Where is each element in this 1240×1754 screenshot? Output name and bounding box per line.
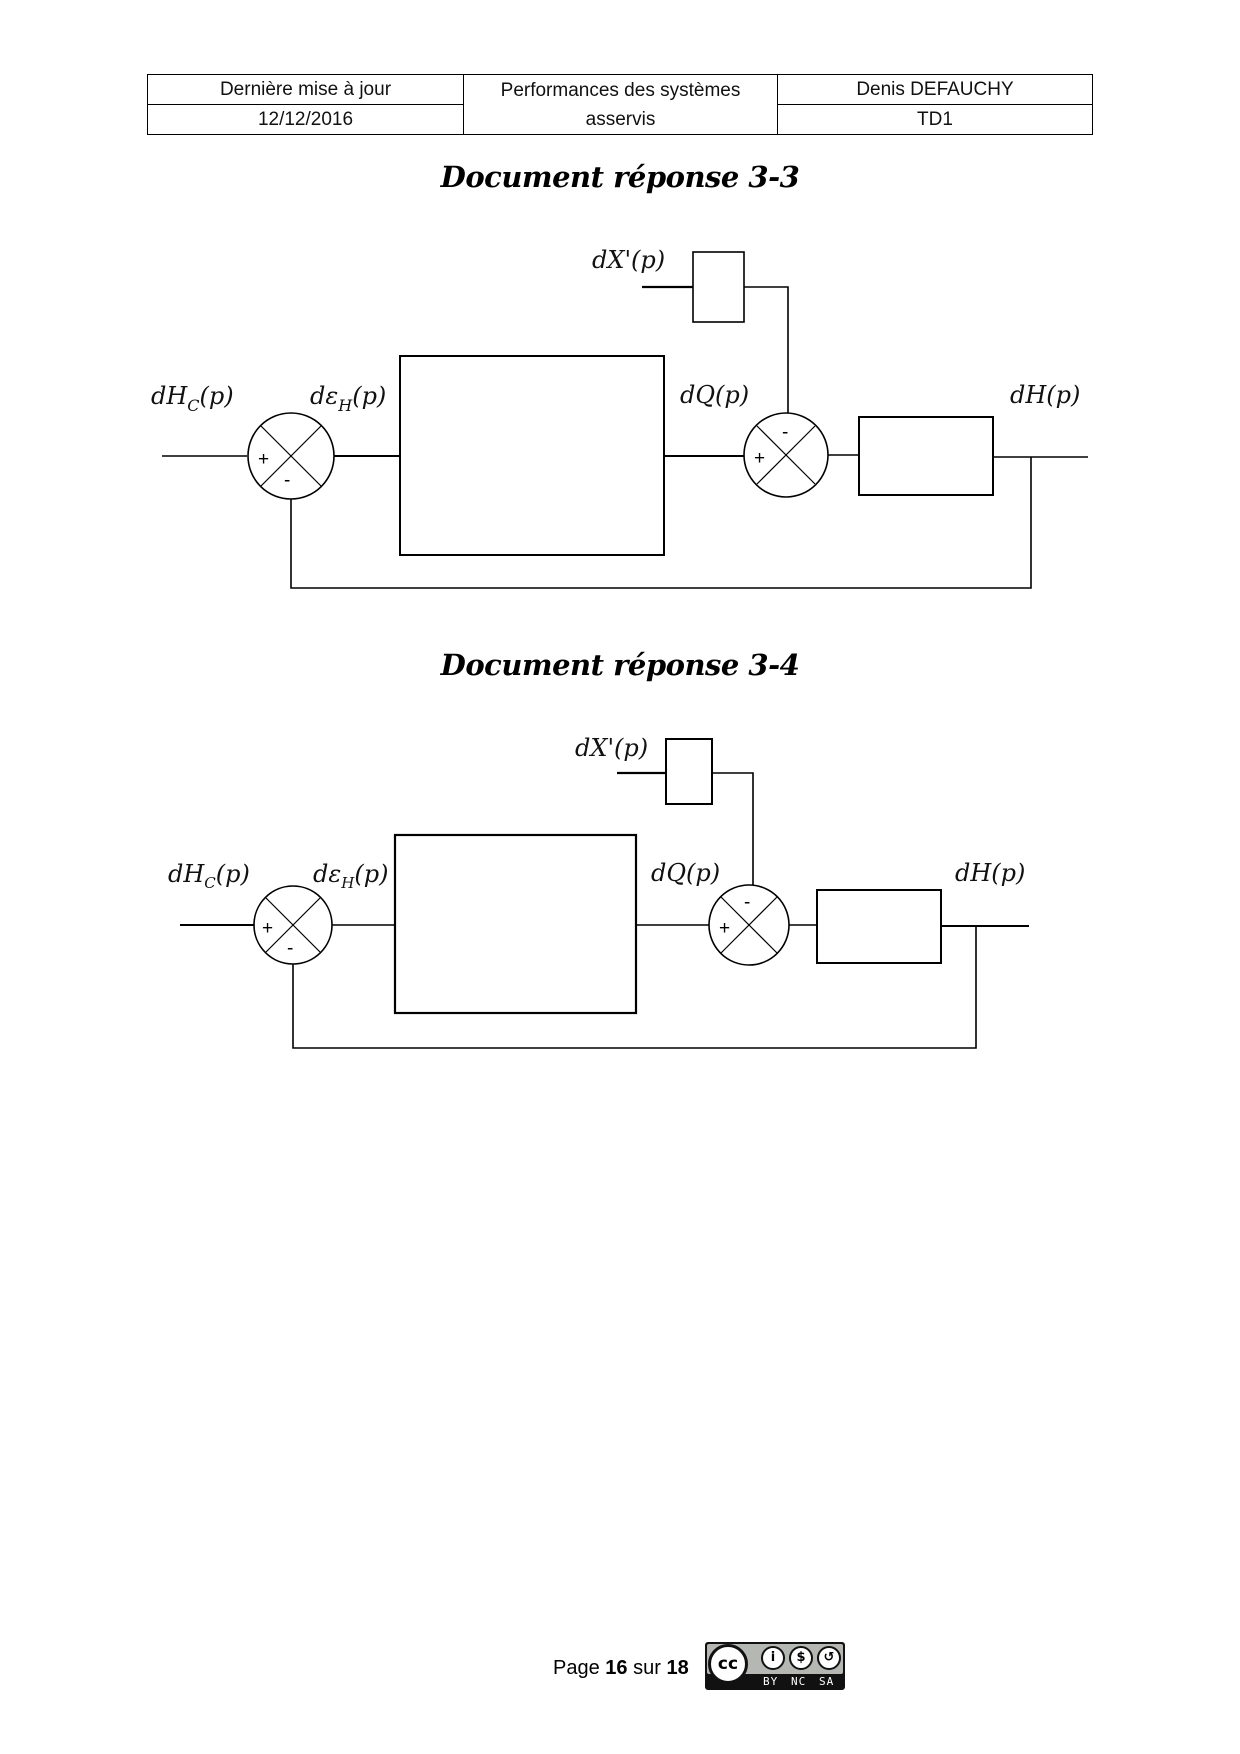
label-output: dH(p): [1010, 381, 1080, 409]
page-prefix: Page: [553, 1657, 600, 1679]
label-disturbance: dX'(p): [592, 246, 665, 274]
disturbance-output-line: [712, 772, 754, 885]
block-diagram-3-4: [180, 738, 1029, 1049]
summer1-minus-sign: -: [287, 938, 293, 959]
diagram-3-4-labels: dX'(p) dHC(p) dεH(p) dQ(p) dH(p) + - + -: [168, 734, 1025, 959]
license-label-by: BY: [763, 1675, 779, 1688]
plant-block[interactable]: [858, 416, 994, 496]
label-flow: dQ(p): [680, 381, 749, 409]
summing-junction-2: [743, 412, 829, 498]
controller-block[interactable]: [393, 833, 638, 1015]
summer2-minus-sign: -: [782, 422, 788, 443]
disturbance-block[interactable]: [692, 251, 745, 323]
summing-junction-1: [253, 885, 333, 965]
summer2-minus-sign: -: [744, 892, 750, 913]
feedback-line: [292, 926, 977, 1049]
course-title-line1: Performances des systèmes: [500, 79, 741, 101]
diagram-3-3-labels: dX'(p) dHC(p) dεH(p) dQ(p) dH(p) + - + -: [151, 246, 1080, 491]
header-table: Dernière mise à jour Performances des sy…: [147, 74, 1093, 135]
license-label-sa: SA: [819, 1675, 835, 1688]
label-disturbance: dX'(p): [575, 734, 648, 762]
page-total: 18: [666, 1657, 689, 1679]
disturbance-block[interactable]: [665, 738, 713, 805]
course-title-line2: asservis: [585, 108, 656, 130]
summing-junction-2: [708, 884, 790, 966]
document-title-3-3: Document réponse 3-3: [440, 160, 800, 194]
plant-block[interactable]: [816, 889, 942, 964]
summer1-plus-sign: +: [262, 918, 273, 939]
page-number: Page 16 sur 18: [553, 1657, 689, 1680]
feedback-line: [290, 457, 1032, 589]
license-label-nc: NC: [791, 1675, 807, 1688]
block-diagram-3-3: [162, 251, 1088, 589]
doc-type: TD1: [777, 104, 1093, 135]
share-alike-icon: ↺: [817, 1646, 841, 1670]
disturbance-output-line: [744, 286, 789, 413]
label-error: dεH(p): [310, 382, 386, 415]
course-title: Performances des systèmes asservis: [463, 74, 778, 135]
updated-label: Dernière mise à jour: [147, 74, 464, 105]
attribution-icon: i: [761, 1646, 785, 1670]
non-commercial-icon: $: [789, 1646, 813, 1670]
summer2-plus-sign: +: [754, 448, 765, 469]
summer1-plus-sign: +: [258, 449, 269, 470]
updated-date: 12/12/2016: [147, 104, 464, 135]
summing-junction-1: [247, 412, 335, 500]
label-output: dH(p): [955, 859, 1025, 887]
controller-block[interactable]: [399, 355, 665, 556]
summer1-minus-sign: -: [284, 470, 290, 491]
label-setpoint: dHC(p): [151, 382, 234, 415]
document-title-3-4: Document réponse 3-4: [440, 648, 800, 682]
label-setpoint: dHC(p): [168, 860, 250, 892]
cc-icon: cc: [708, 1644, 748, 1684]
author: Denis DEFAUCHY: [777, 74, 1093, 105]
label-flow: dQ(p): [651, 859, 720, 887]
page-current: 16: [605, 1657, 628, 1679]
page-separator: sur: [633, 1657, 661, 1679]
label-error: dεH(p): [313, 860, 388, 892]
summer2-plus-sign: +: [719, 918, 730, 939]
creative-commons-by-nc-sa-icon: cc i $ ↺ BY NC SA: [705, 1642, 845, 1690]
